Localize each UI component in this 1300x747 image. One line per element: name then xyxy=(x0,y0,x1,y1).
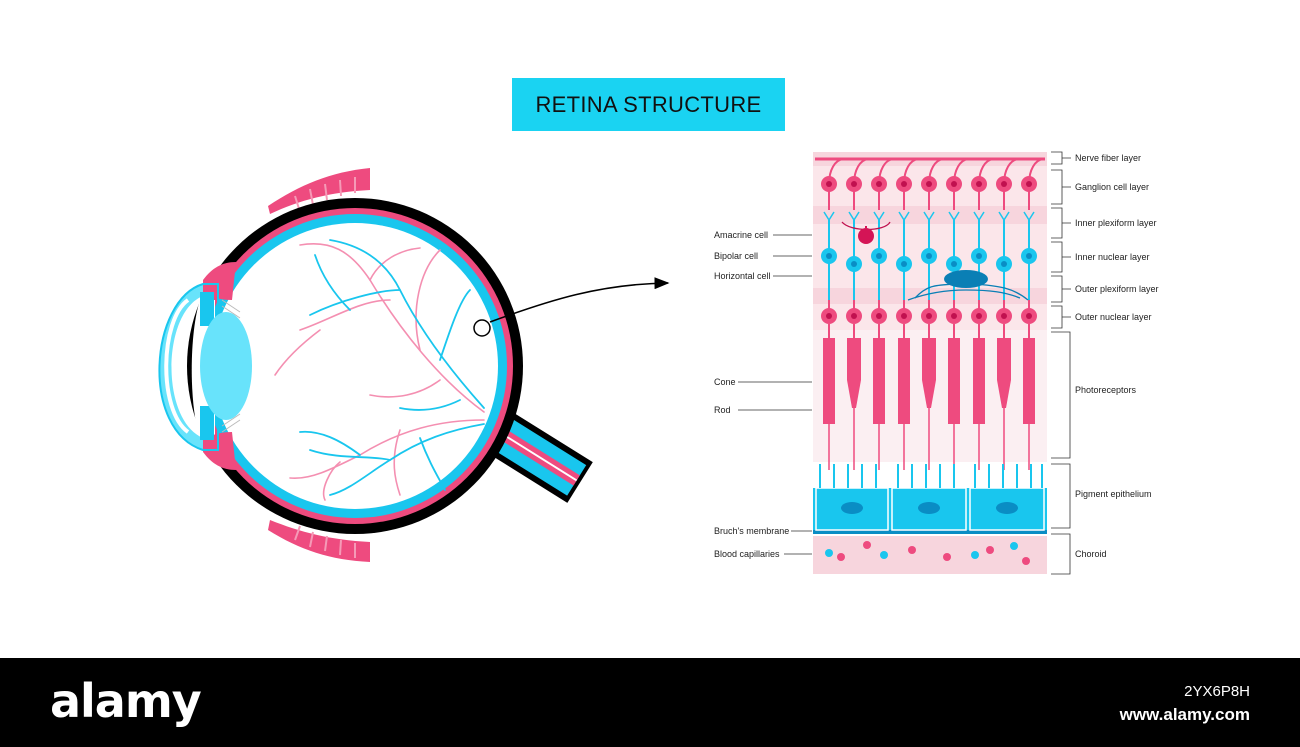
label-cone: Cone xyxy=(714,377,736,387)
label-blood-capillaries: Blood capillaries xyxy=(714,549,780,559)
title-banner: RETINA STRUCTURE xyxy=(512,78,785,131)
label-outer-plexiform-layer: Outer plexiform layer xyxy=(1075,284,1159,294)
label-bruchs-membrane: Bruch's membrane xyxy=(714,526,789,536)
cone-cell xyxy=(922,338,936,408)
label-inner-plexiform-layer: Inner plexiform layer xyxy=(1075,218,1157,228)
ciliary-body-bottom xyxy=(203,432,236,470)
rod-cell xyxy=(1023,338,1035,424)
eye-muscle-top xyxy=(268,168,370,214)
eye-muscle-bottom xyxy=(268,520,370,562)
brand-logo: alamy xyxy=(50,674,202,728)
cone-cell xyxy=(997,338,1011,408)
diagram-title: RETINA STRUCTURE xyxy=(535,91,762,117)
label-inner-nuclear-layer: Inner nuclear layer xyxy=(1075,252,1150,262)
label-horizontal-cell: Horizontal cell xyxy=(714,271,771,281)
label-amacrine-cell: Amacrine cell xyxy=(714,230,768,240)
rod-cell xyxy=(873,338,885,424)
rod-cell xyxy=(948,338,960,424)
label-nerve-fiber-layer: Nerve fiber layer xyxy=(1075,153,1141,163)
label-rod: Rod xyxy=(714,405,731,415)
label-pigment-epithelium: Pigment epithelium xyxy=(1075,489,1152,499)
eyeball-illustration xyxy=(158,168,670,562)
right-label-group xyxy=(1051,151,1071,575)
image-id: 2YX6P8H xyxy=(1184,683,1250,700)
iris-top xyxy=(200,292,214,326)
left-label-group: Amacrine cell Bipolar cell Horizontal ce… xyxy=(714,230,812,559)
retinal-vessels xyxy=(274,239,485,501)
rod-cell xyxy=(898,338,910,424)
label-choroid: Choroid xyxy=(1075,549,1107,559)
lens xyxy=(200,312,252,420)
horizontal-cell xyxy=(944,270,988,288)
retina-layers-panel xyxy=(813,152,1047,574)
zoom-arrow xyxy=(489,277,670,323)
iris-bottom xyxy=(200,406,214,440)
site-url: www.alamy.com xyxy=(1119,705,1250,724)
label-ganglion-cell-layer: Ganglion cell layer xyxy=(1075,182,1149,192)
rod-cell xyxy=(823,338,835,424)
vitreous-body xyxy=(212,223,498,509)
blood-capillaries xyxy=(825,541,1030,565)
zoom-marker-circle xyxy=(473,319,491,337)
ciliary-body-top xyxy=(203,262,236,300)
label-bipolar-cell: Bipolar cell xyxy=(714,251,758,261)
amacrine-cell xyxy=(858,228,874,244)
retina-diagram-svg: Amacrine cell Bipolar cell Horizontal ce… xyxy=(158,151,1159,575)
rod-cell xyxy=(973,338,985,424)
footer-bar xyxy=(0,658,1300,747)
cone-cell xyxy=(847,338,861,408)
choroid-region xyxy=(813,536,1047,574)
label-photoreceptors: Photoreceptors xyxy=(1075,385,1137,395)
bruchs-membrane xyxy=(813,530,1047,534)
label-outer-nuclear-layer: Outer nuclear layer xyxy=(1075,312,1152,322)
